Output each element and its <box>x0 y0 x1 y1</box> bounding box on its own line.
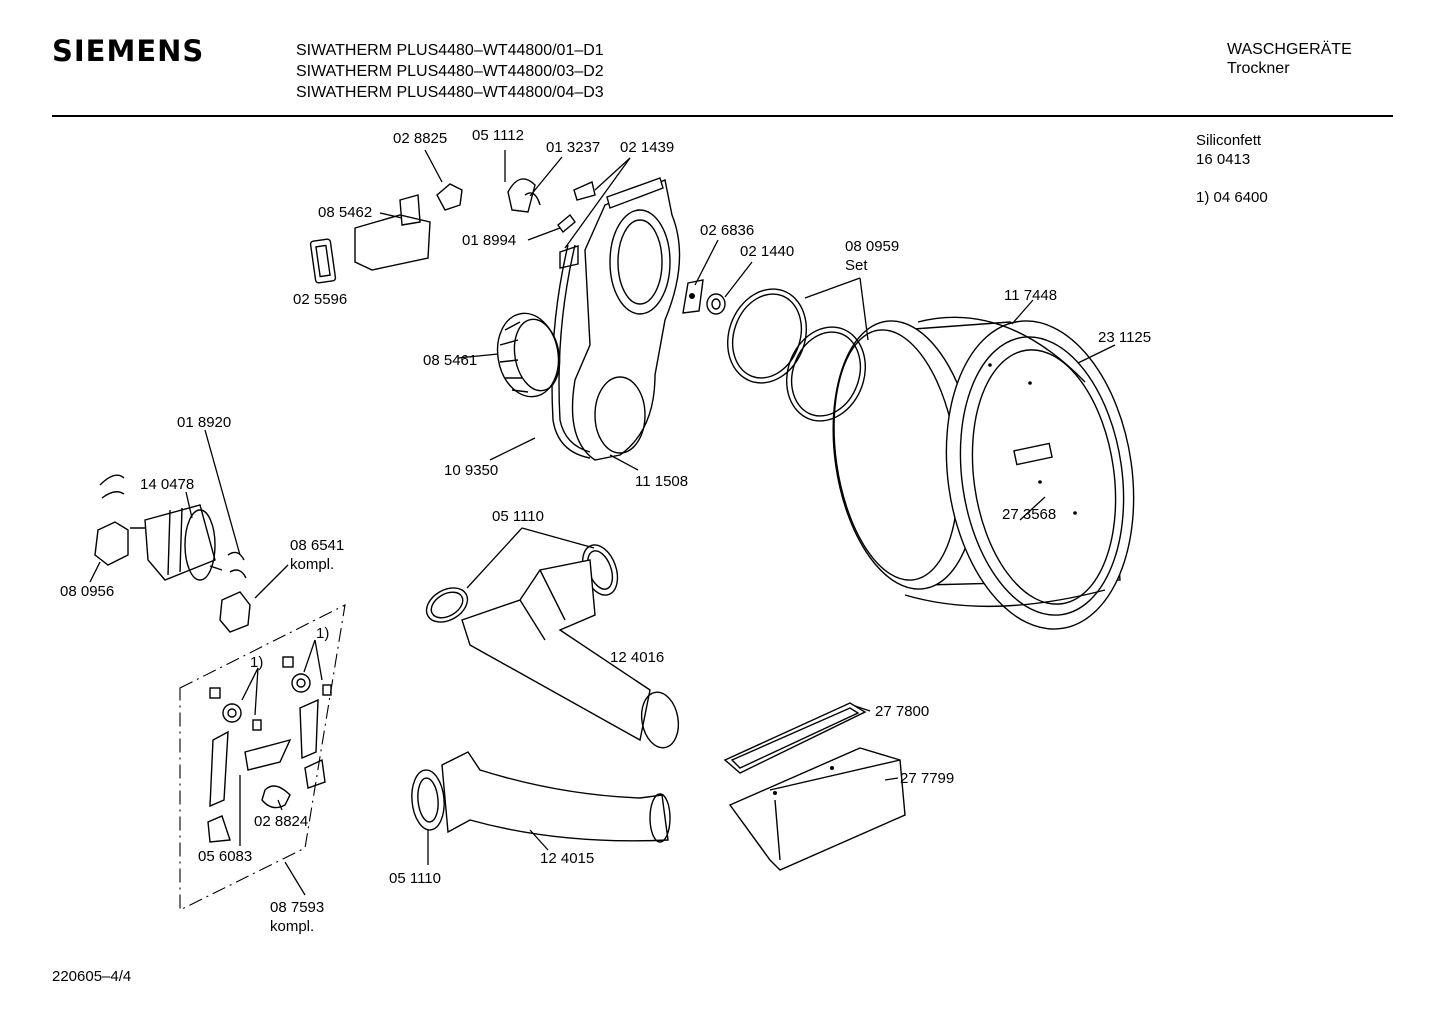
part-labels: 02 8825 05 1112 01 3237 02 1439 08 5462 … <box>60 127 1151 935</box>
label-085462: 08 5462 <box>318 204 372 221</box>
drum <box>832 316 1135 630</box>
label-124016: 12 4016 <box>610 649 664 666</box>
label-footnote-a: 1) <box>316 625 329 642</box>
grease-name: Siliconfett <box>1196 132 1262 149</box>
label-085461: 08 5461 <box>423 352 477 369</box>
label-087593: 08 7593 <box>270 899 324 916</box>
label-086541-kompl: kompl. <box>290 556 334 573</box>
label-080959-set: Set <box>845 257 868 274</box>
label-028825: 02 8825 <box>393 130 447 147</box>
upper-duct <box>425 544 680 749</box>
label-087593-kompl: kompl. <box>270 918 314 935</box>
label-013237: 01 3237 <box>546 139 600 156</box>
notes-block: Siliconfett 16 0413 1) 04 6400 <box>1196 131 1268 207</box>
label-086541: 08 6541 <box>290 537 344 554</box>
label-111508: 11 1508 <box>635 473 688 490</box>
header-divider <box>52 115 1393 117</box>
leader-lines <box>89 149 1116 896</box>
label-051110-upper: 05 1110 <box>492 508 544 525</box>
label-021439: 02 1439 <box>620 139 674 156</box>
label-277800: 27 7800 <box>875 703 929 720</box>
label-footnote-b: 1) <box>250 654 263 671</box>
kit-group <box>179 604 346 911</box>
label-051110-lower: 05 1110 <box>389 870 441 887</box>
label-117448: 11 7448 <box>1004 287 1057 304</box>
brand-logo: SIEMENS <box>52 34 205 68</box>
belt-housing <box>551 177 681 461</box>
label-080959: 08 0959 <box>845 238 899 255</box>
label-080956: 08 0956 <box>60 583 114 600</box>
label-026836: 02 6836 <box>700 222 754 239</box>
footnote-1: 1) 04 6400 <box>1196 189 1268 206</box>
category-subtitle: Trockner <box>1227 60 1290 77</box>
category-title: WASCHGERÄTE <box>1227 41 1352 58</box>
label-021440: 02 1440 <box>740 243 794 260</box>
label-051112: 05 1112 <box>472 127 524 144</box>
model-line: SIWATHERM PLUS4480–WT44800/03–D2 <box>296 63 604 80</box>
label-018994: 01 8994 <box>462 232 516 249</box>
bearing-parts <box>682 279 726 315</box>
label-109350: 10 9350 <box>444 462 498 479</box>
motor-assembly <box>94 474 251 633</box>
seal-rings <box>726 288 867 422</box>
model-list: SIWATHERM PLUS4480–WT44800/01–D1 SIWATHE… <box>296 40 604 103</box>
label-124015: 12 4015 <box>540 850 594 867</box>
label-277799: 27 7799 <box>900 770 954 787</box>
label-140478: 14 0478 <box>140 476 194 493</box>
grease-number: 16 0413 <box>1196 151 1251 168</box>
page-code: 220605–4/4 <box>52 968 132 985</box>
label-273568: 27 3568 <box>1002 506 1056 523</box>
model-line: SIWATHERM PLUS4480–WT44800/01–D1 <box>296 42 604 59</box>
top-small-parts <box>309 178 596 284</box>
lower-duct <box>411 751 671 843</box>
label-056083: 05 6083 <box>198 848 252 865</box>
label-018920: 01 8920 <box>177 414 231 431</box>
label-025596: 02 5596 <box>293 291 347 308</box>
fan-wheel <box>496 312 561 398</box>
label-028824: 02 8824 <box>254 813 308 830</box>
filter-tray <box>723 702 906 871</box>
label-231125: 23 1125 <box>1098 329 1151 346</box>
category-block: WASCHGERÄTE Trockner <box>1227 40 1352 78</box>
model-line: SIWATHERM PLUS4480–WT44800/04–D3 <box>296 84 604 101</box>
